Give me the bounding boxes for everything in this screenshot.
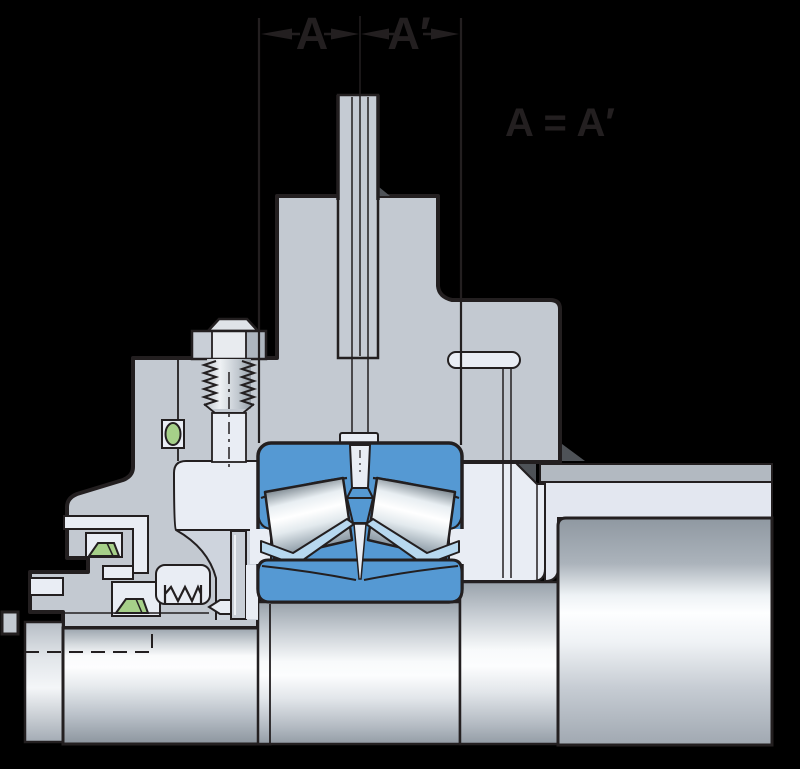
bearing-seat	[256, 600, 462, 746]
seal-spring	[163, 584, 203, 604]
dimension-annotation: A A′ A = A′	[257, 8, 615, 445]
o-ring	[164, 422, 182, 446]
spherical-roller-bearing	[250, 441, 470, 604]
seal-journal	[61, 626, 272, 746]
oil-duct-bore	[447, 351, 521, 369]
housing-cavity	[172, 460, 259, 531]
dimension-label-a: A	[296, 8, 329, 59]
equation-label: A = A′	[505, 101, 615, 145]
slinger-ring	[230, 530, 247, 620]
cover-slot	[29, 577, 64, 596]
pipe-body	[336, 93, 380, 360]
corner-shadow	[562, 444, 585, 461]
inner-raceway	[261, 565, 459, 581]
cover-lip	[0, 610, 20, 636]
oil-duct-lines	[502, 368, 512, 578]
thread-left	[200, 360, 220, 406]
inner-ring	[256, 558, 464, 604]
extension-lines	[257, 18, 463, 445]
guide-flange-tip	[353, 523, 367, 580]
pipe-bore-lines	[351, 97, 369, 433]
shaft-step	[458, 580, 560, 746]
shaft-large-end	[556, 516, 774, 747]
shaft-stub	[23, 620, 65, 744]
guide-ring	[346, 497, 374, 524]
groove-lower	[102, 565, 134, 580]
collar-chamfer-face	[539, 463, 773, 483]
hex-head-bolt	[161, 317, 268, 470]
labyrinth-seal	[29, 460, 259, 620]
thread-right	[238, 360, 258, 406]
oil-supply-pipe	[336, 16, 380, 446]
stepped-shaft	[23, 516, 774, 747]
slot-chamfer-shadow	[379, 187, 390, 196]
dimension-label-a-prime: A′	[387, 8, 430, 59]
hidden-contour-dashed	[25, 630, 153, 653]
spring-pocket	[155, 564, 211, 605]
